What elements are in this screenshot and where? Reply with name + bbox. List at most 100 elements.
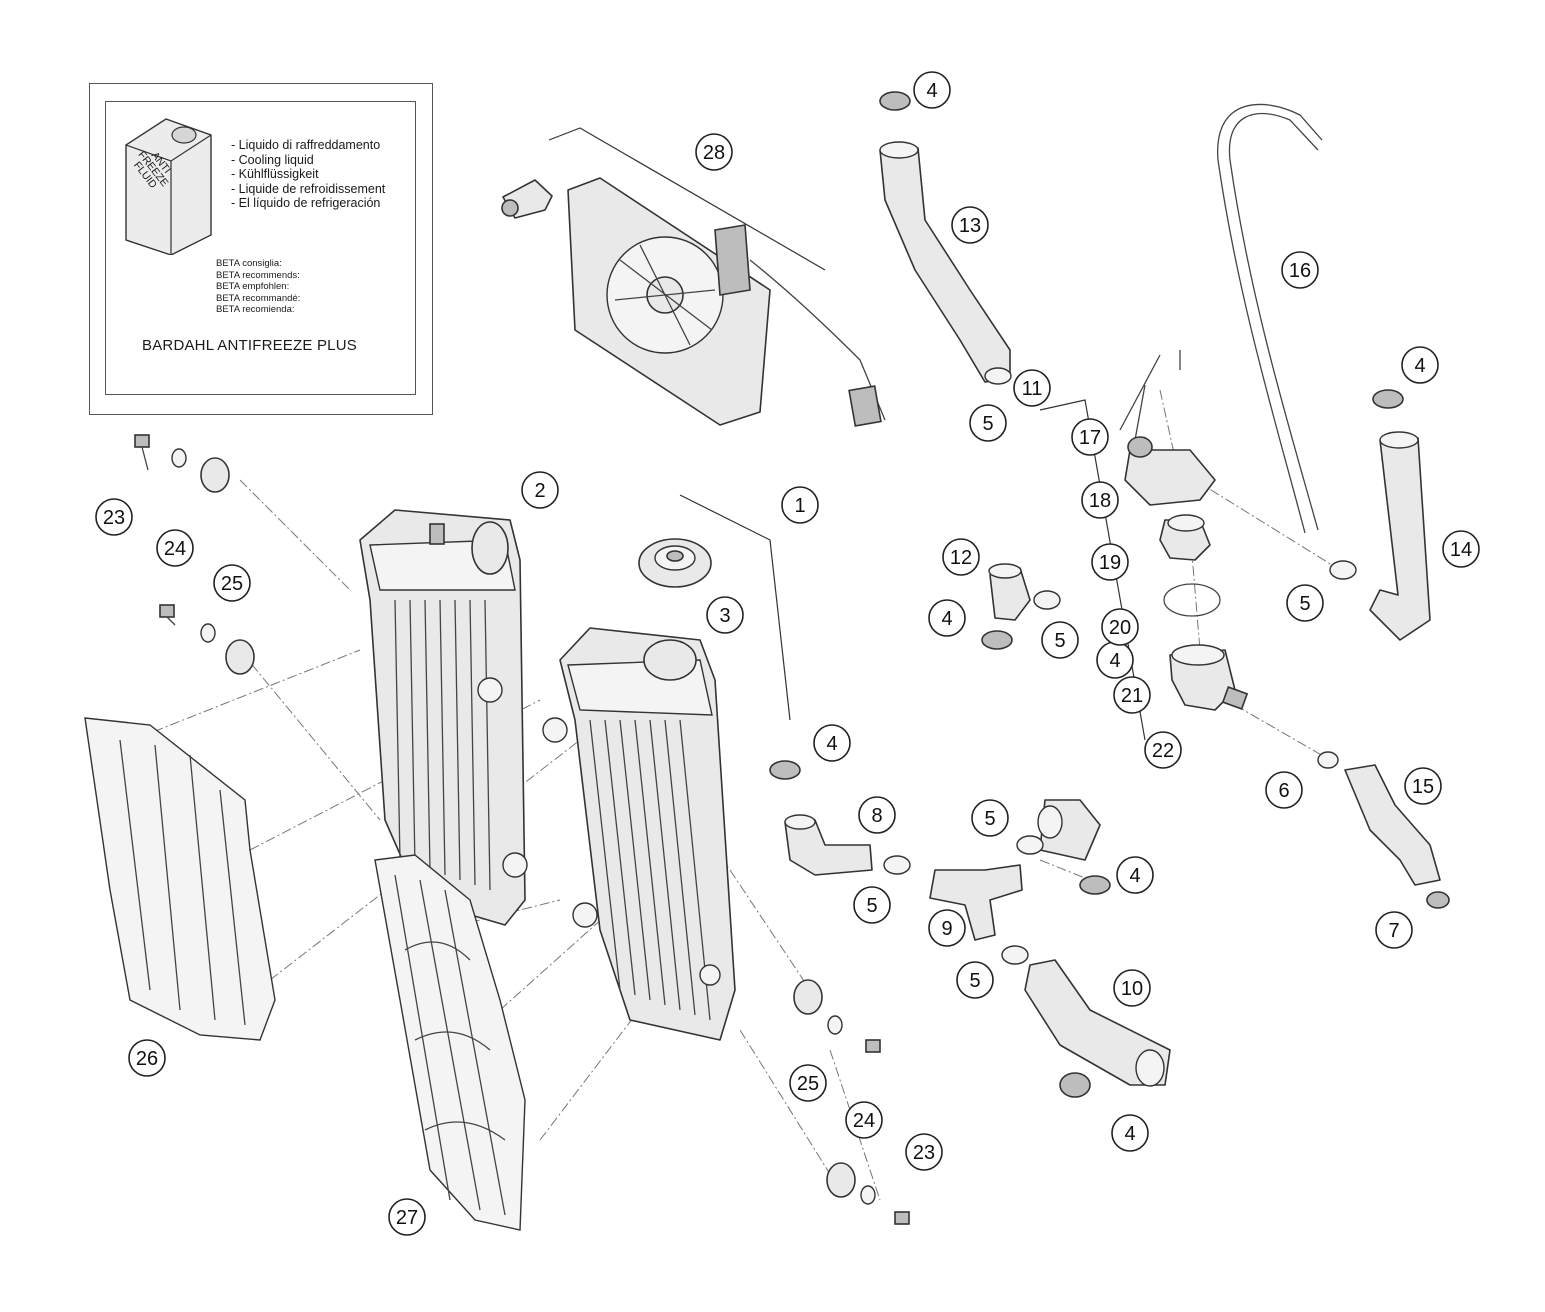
callout-circle (1442, 530, 1480, 568)
left-louvre (84, 717, 276, 1041)
upper-hose (879, 141, 1012, 385)
callout-number: 17 (1079, 427, 1101, 449)
callout-circle (905, 1133, 943, 1171)
callout-24: 24 (156, 529, 194, 567)
callout-circle (969, 404, 1007, 442)
callout-5: 5 (956, 961, 994, 999)
fasteners (134, 434, 910, 1225)
callout-28: 28 (695, 133, 733, 171)
callout-circle (942, 538, 980, 576)
callout-17: 17 (1071, 418, 1109, 456)
callout-8: 8 (858, 796, 896, 834)
radiator-cap (638, 538, 712, 588)
product-name: BARDAHL ANTIFREEZE PLUS (142, 337, 357, 354)
callout-circle (128, 1039, 166, 1077)
callout-circle (1113, 969, 1151, 1007)
callout-14: 14 (1442, 530, 1480, 568)
callout-4: 4 (1401, 346, 1439, 384)
recommend-it: BETA consiglia: (216, 258, 282, 269)
callout-circle (928, 599, 966, 637)
callout-number: 28 (703, 142, 725, 164)
callout-12: 12 (942, 538, 980, 576)
small-elbow (988, 563, 1031, 621)
callout-circle (1404, 767, 1442, 805)
callout-number: 5 (1299, 593, 1310, 615)
callout-13: 13 (951, 206, 989, 244)
coolant-name-list: - Liquido di raffreddamento - Cooling li… (231, 138, 385, 211)
callout-number: 4 (1414, 355, 1425, 377)
callout-number: 4 (826, 733, 837, 755)
callout-number: 6 (1278, 780, 1289, 802)
callout-number: 23 (103, 507, 125, 529)
callout-15: 15 (1404, 767, 1442, 805)
thermostat-assembly (1119, 350, 1249, 711)
callout-24: 24 (845, 1101, 883, 1139)
recommend-fr: BETA recommandé: (216, 292, 301, 304)
callout-number: 19 (1099, 552, 1121, 574)
recommend-en: BETA recommends: (216, 269, 300, 281)
callout-circle (1101, 608, 1139, 646)
callout-5: 5 (1041, 621, 1079, 659)
callout-circle (858, 796, 896, 834)
callout-number: 26 (136, 1048, 158, 1070)
callout-circle (781, 486, 819, 524)
callout-5: 5 (971, 799, 1009, 837)
callout-number: 5 (1054, 630, 1065, 652)
callout-circle (928, 909, 966, 947)
callout-number: 24 (853, 1110, 875, 1132)
callout-number: 4 (1129, 865, 1140, 887)
callout-27: 27 (388, 1198, 426, 1236)
callout-10: 10 (1113, 969, 1151, 1007)
callout-circle (1111, 1114, 1149, 1152)
recommendation-list: BETA consiglia: BETA recommends: BETA em… (216, 258, 300, 316)
coolant-name-de: - Kühlflüssigkeit (231, 167, 319, 181)
callout-circle (853, 886, 891, 924)
callout-number: 5 (866, 895, 877, 917)
recommend-es: BETA recomienda: (216, 304, 295, 315)
callout-number: 4 (1124, 1123, 1135, 1145)
callout-16: 16 (1281, 251, 1319, 289)
callout-25: 25 (213, 564, 251, 602)
callout-circle (1013, 369, 1051, 407)
callout-number: 4 (941, 608, 952, 630)
callout-circle (1401, 346, 1439, 384)
hose-clamps (769, 91, 1450, 1098)
callout-9: 9 (928, 909, 966, 947)
callout-circle (789, 1064, 827, 1102)
coolant-info-inner-frame: ANTI FREEZE FLUID - Liquido di raffredda… (105, 101, 416, 395)
callout-6: 6 (1265, 771, 1303, 809)
callout-circle (1116, 856, 1154, 894)
callout-23: 23 (905, 1133, 943, 1171)
callout-number: 22 (1152, 740, 1174, 762)
callout-number: 24 (164, 538, 186, 560)
callout-4: 4 (1116, 856, 1154, 894)
callout-4: 4 (1096, 641, 1134, 679)
callout-circle (1071, 418, 1109, 456)
callout-circle (1113, 676, 1151, 714)
right-elbow-hose (1369, 431, 1431, 641)
callout-21: 21 (1113, 676, 1151, 714)
breather-tube (1217, 103, 1323, 534)
callout-number: 9 (941, 918, 952, 940)
callout-number: 12 (950, 547, 972, 569)
callout-circle (521, 471, 559, 509)
callout-26: 26 (128, 1039, 166, 1077)
callout-1: 1 (781, 486, 819, 524)
callout-number: 16 (1289, 260, 1311, 282)
callout-number: 18 (1089, 490, 1111, 512)
coolant-name-it: - Liquido di raffreddamento (231, 138, 381, 152)
callout-circle (951, 206, 989, 244)
callout-number: 23 (913, 1142, 935, 1164)
callout-circle (1041, 621, 1079, 659)
callout-circle (913, 71, 951, 109)
callout-number: 25 (221, 573, 243, 595)
callout-4: 4 (913, 71, 951, 109)
callout-number: 2 (534, 480, 545, 502)
callout-circle (956, 961, 994, 999)
callout-circle (1081, 481, 1119, 519)
callout-number: 4 (1109, 650, 1120, 672)
callout-number: 20 (1109, 617, 1131, 639)
callout-number: 15 (1412, 776, 1434, 798)
callout-number: 10 (1121, 978, 1143, 1000)
callout-5: 5 (1286, 584, 1324, 622)
